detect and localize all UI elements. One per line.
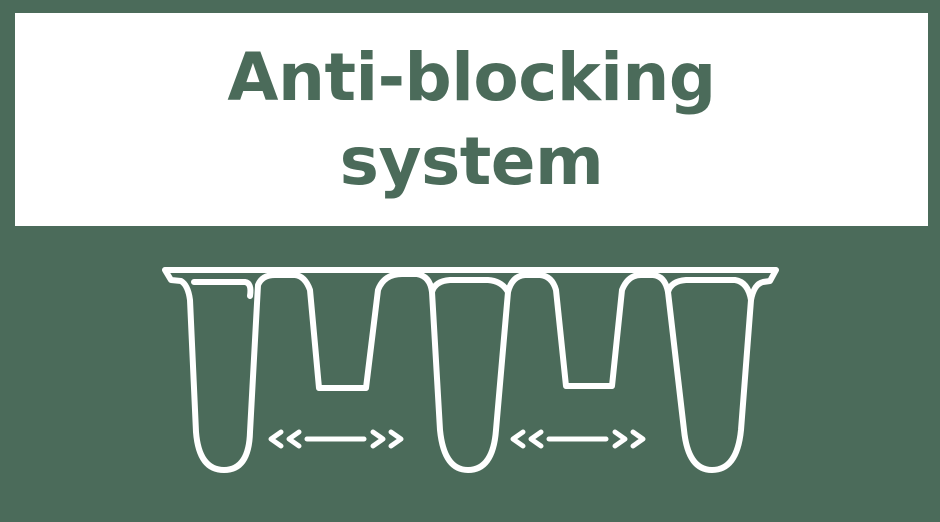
title-line-2: system [339,122,604,200]
tooth-right-outline [665,277,754,303]
spacing-arrow-left-icon [268,429,404,449]
tooth-left-outline [191,279,254,299]
spacing-arrow-right-icon [510,429,646,449]
profile-outer-outline [162,267,779,473]
blade-teeth-profile-icon [162,267,779,473]
title-line-1: Anti-blocking [227,38,716,116]
title-panel: Anti-blocking system [15,13,928,226]
tooth-center-outline [429,277,511,295]
